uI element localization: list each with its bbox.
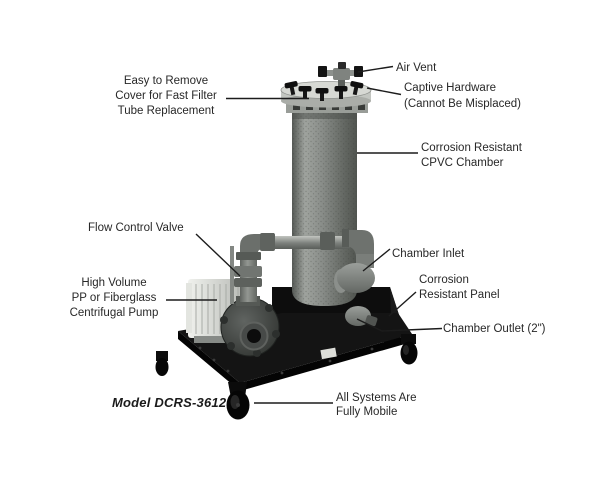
leader-flow-control-valve xyxy=(195,233,241,277)
label-mobility: All Systems Are Fully Mobile xyxy=(336,392,417,418)
label-flow-control-valve: Flow Control Valve xyxy=(88,222,184,234)
label-centrifugal-pump: High Volume PP or Fiberglass Centrifugal… xyxy=(69,277,159,319)
label-chamber-inlet: Chamber Inlet xyxy=(392,248,465,260)
base-sticker xyxy=(320,347,337,360)
label-resistant-panel: Corrosion Resistant Panel xyxy=(419,274,500,301)
captive-hardware-knobs xyxy=(284,81,364,101)
pump-suction-port xyxy=(247,329,261,343)
flow-control-valve-fitting xyxy=(234,266,262,287)
chamber-inlet-fitting xyxy=(334,263,375,293)
cpvc-chamber xyxy=(280,62,372,306)
label-captive-hardware: Captive Hardware (Cannot Be Misplaced) xyxy=(404,82,521,110)
label-cpvc-chamber: Corrosion Resistant CPVC Chamber xyxy=(421,142,522,169)
leader-captive-hardware xyxy=(366,87,402,96)
label-chamber-outlet: Chamber Outlet (2") xyxy=(443,323,546,335)
leader-resistant-panel xyxy=(388,291,417,317)
leader-chamber-inlet xyxy=(362,248,391,272)
chamber-outlet-fitting xyxy=(345,306,378,327)
air-vent-valve xyxy=(318,62,363,90)
leader-lines xyxy=(166,65,443,404)
caster-wheels xyxy=(155,334,418,420)
leader-chamber-outlet xyxy=(356,318,443,332)
label-model-number: Model DCRS-3612 xyxy=(112,395,227,410)
piping xyxy=(230,229,375,306)
label-air-vent: Air Vent xyxy=(396,62,437,74)
label-removable-cover: Easy to Remove Cover for Fast Filter Tub… xyxy=(115,75,217,117)
leader-air-vent xyxy=(357,65,394,73)
